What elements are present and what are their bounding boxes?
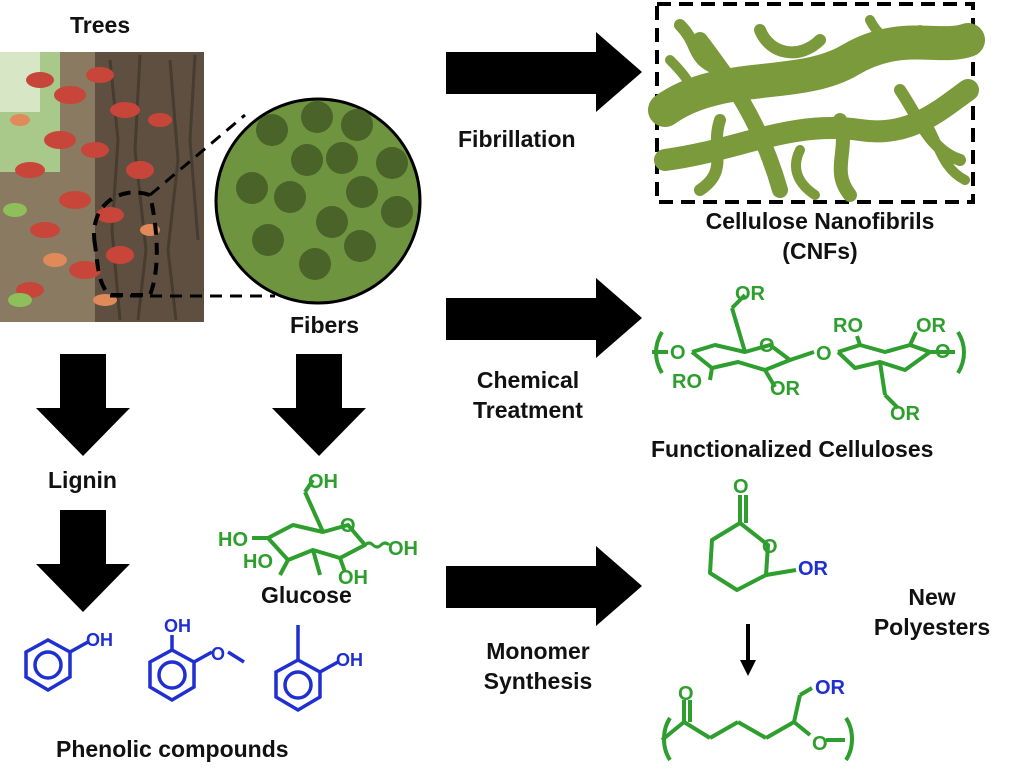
glucose-structure bbox=[252, 478, 391, 576]
label-phenolic-compounds: Phenolic compounds bbox=[56, 736, 289, 762]
zoom-lines bbox=[110, 113, 275, 298]
label-monomer-synthesis: Monomer Synthesis bbox=[468, 638, 608, 694]
lactone-labels: O O OR bbox=[733, 476, 829, 580]
lactone-monomer bbox=[708, 495, 797, 592]
label-chemical-treatment: Chemical Treatment bbox=[458, 367, 598, 423]
phenol bbox=[24, 638, 89, 693]
nanofibril-image bbox=[648, 2, 985, 204]
glucose-ho-2: HO bbox=[243, 551, 273, 573]
tree-photo bbox=[0, 52, 204, 322]
phenolic-labels: OH OH O OH bbox=[86, 616, 363, 670]
label-fibrillation: Fibrillation bbox=[458, 126, 576, 152]
guaiacol-oh: OH bbox=[164, 616, 191, 636]
label-o-ring1: O bbox=[759, 335, 775, 357]
label-polyesters-line1: New bbox=[908, 584, 956, 610]
label-glucose: Glucose bbox=[261, 582, 352, 608]
label-or-right-top: OR bbox=[916, 315, 947, 337]
label-cnf: Cellulose Nanofibrils (CNFs) bbox=[680, 208, 960, 264]
label-o-ring2: O bbox=[935, 341, 951, 363]
polyester-ester-o: O bbox=[812, 733, 828, 755]
arrow-polymerization bbox=[740, 624, 756, 676]
arrow-lignin-to-phenolics bbox=[36, 510, 130, 612]
lactone-or: OR bbox=[798, 558, 829, 580]
label-new-polyesters: New Polyesters bbox=[862, 584, 1002, 640]
glucose-oh-right: OH bbox=[388, 538, 418, 560]
glucose-oh-bottom: OH bbox=[338, 567, 368, 589]
label-polyesters-line2: Polyesters bbox=[873, 614, 991, 640]
polyester-carbonyl-o: O bbox=[678, 683, 694, 705]
fiber-cross-section bbox=[214, 97, 422, 305]
glucose-labels: OH O HO HO OH OH bbox=[218, 471, 418, 589]
guaiacol-o: O bbox=[211, 644, 225, 664]
label-chemical-line1: Chemical bbox=[476, 367, 580, 393]
label-or-top: OR bbox=[735, 283, 766, 305]
arrow-chemical-treatment bbox=[446, 278, 642, 358]
label-o-left: O bbox=[670, 342, 686, 364]
cresol bbox=[274, 625, 339, 713]
label-cnf-line2: (CNFs) bbox=[782, 238, 858, 264]
label-functionalized-celluloses: Functionalized Celluloses bbox=[651, 436, 934, 462]
label-monomer-line2: Synthesis bbox=[483, 668, 593, 694]
label-lignin: Lignin bbox=[48, 467, 117, 493]
glucose-oh-top: OH bbox=[308, 471, 338, 493]
cellulose-structure bbox=[652, 293, 966, 410]
polyester-labels: O OR O bbox=[678, 677, 846, 755]
polyester-or: OR bbox=[815, 677, 846, 699]
label-o-bridge: O bbox=[816, 343, 832, 365]
label-or-mid: OR bbox=[770, 378, 801, 400]
label-monomer-line1: Monomer bbox=[486, 638, 590, 664]
glucose-ring-o: O bbox=[340, 515, 356, 537]
polyester-structure bbox=[660, 686, 854, 762]
cresol-oh: OH bbox=[336, 650, 363, 670]
glucose-ho-1: HO bbox=[218, 529, 248, 551]
cellulose-labels: OR O RO O OR O RO OR O OR bbox=[670, 283, 951, 425]
guaiacol bbox=[148, 635, 245, 703]
arrow-trees-to-lignin bbox=[36, 354, 130, 456]
arrow-fibrillation bbox=[446, 32, 642, 112]
arrow-fibers-to-glucose bbox=[272, 354, 366, 456]
arrow-monomer-synthesis bbox=[446, 546, 642, 626]
label-fibers: Fibers bbox=[290, 312, 360, 338]
label-cnf-line1: Cellulose Nanofibrils bbox=[705, 208, 935, 234]
label-or-bottom: OR bbox=[890, 403, 921, 425]
label-chemical-line2: Treatment bbox=[473, 397, 583, 423]
phenol-oh: OH bbox=[86, 630, 113, 650]
label-ro-right: RO bbox=[833, 315, 863, 337]
label-ro-left: RO bbox=[672, 371, 702, 393]
label-trees: Trees bbox=[70, 12, 131, 38]
lactone-ring-o: O bbox=[762, 536, 778, 558]
lactone-carbonyl-o: O bbox=[733, 476, 749, 498]
